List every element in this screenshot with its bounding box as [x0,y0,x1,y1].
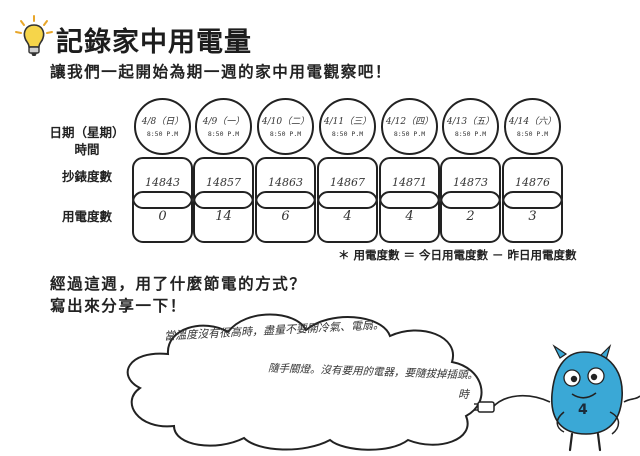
date-circle: 4/11（三） 8:50 P.M [319,98,376,155]
date-value: 4/10（二） [261,117,310,127]
time-value: 8:50 P.M [269,130,302,138]
question-line-2: 寫出來分享一下！ [50,297,187,315]
meter-box: 14843 [132,157,193,209]
page-title: 記錄家中用電量 [56,27,252,58]
meter-box: 14863 [255,157,316,209]
date-value: 4/12（四） [385,117,434,127]
date-value: 4/8（日） [141,117,184,127]
usage-label: 用電度數 [61,209,112,224]
date-value: 4/11（三） [323,117,372,127]
lightbulb-icon [12,14,56,58]
usage-box: 2 [440,191,501,243]
date-circle: 4/10（二） 8:50 P.M [257,98,314,155]
date-circle: 4/14（六） 8:50 P.M [504,98,561,155]
date-label: 日期（星期） [49,125,125,140]
date-value: 4/14（六） [508,117,557,127]
time-value: 8:50 P.M [393,130,426,138]
answer-cloud [108,306,508,452]
mascot-illustration [472,342,640,452]
usage-box: 3 [502,191,563,243]
usage-box: 0 [132,191,193,243]
time-label: 時間 [74,142,100,157]
mascot-number: 4 [578,402,588,418]
meter-box: 14867 [317,157,378,209]
time-value: 8:50 P.M [331,130,364,138]
usage-box: 4 [379,191,440,243]
date-circle: 4/8（日） 8:50 P.M [134,98,191,155]
date-time-label: 日期（星期） 時間 [44,124,130,158]
date-value: 4/9（一） [202,117,245,127]
meter-box: 14857 [193,157,254,209]
formula-note: ＊ 用電度數 ＝ 今日用電度數 － 昨日用電度數 [338,248,577,262]
date-value: 4/13（五） [446,117,495,127]
meter-label: 抄錶度數 [61,169,112,184]
time-value: 8:50 P.M [207,130,240,138]
usage-box: 6 [255,191,316,243]
date-circle: 4/9（一） 8:50 P.M [195,98,252,155]
time-value: 8:50 P.M [516,130,549,138]
usage-box: 14 [193,191,254,243]
meter-box: 14876 [502,157,563,209]
meter-box: 14873 [440,157,501,209]
date-circle: 4/12（四） 8:50 P.M [381,98,438,155]
question-line-1: 經過這週，用了什麼節電的方式？ [50,275,307,293]
date-circle: 4/13（五） 8:50 P.M [442,98,499,155]
meter-box: 14871 [379,157,440,209]
instruction-text: 讓我們一起開始為期一週的家中用電觀察吧！ [50,63,393,81]
usage-box: 4 [317,191,378,243]
time-value: 8:50 P.M [146,130,179,138]
time-value: 8:50 P.M [454,130,487,138]
answer-line-3: 時 [458,388,469,401]
